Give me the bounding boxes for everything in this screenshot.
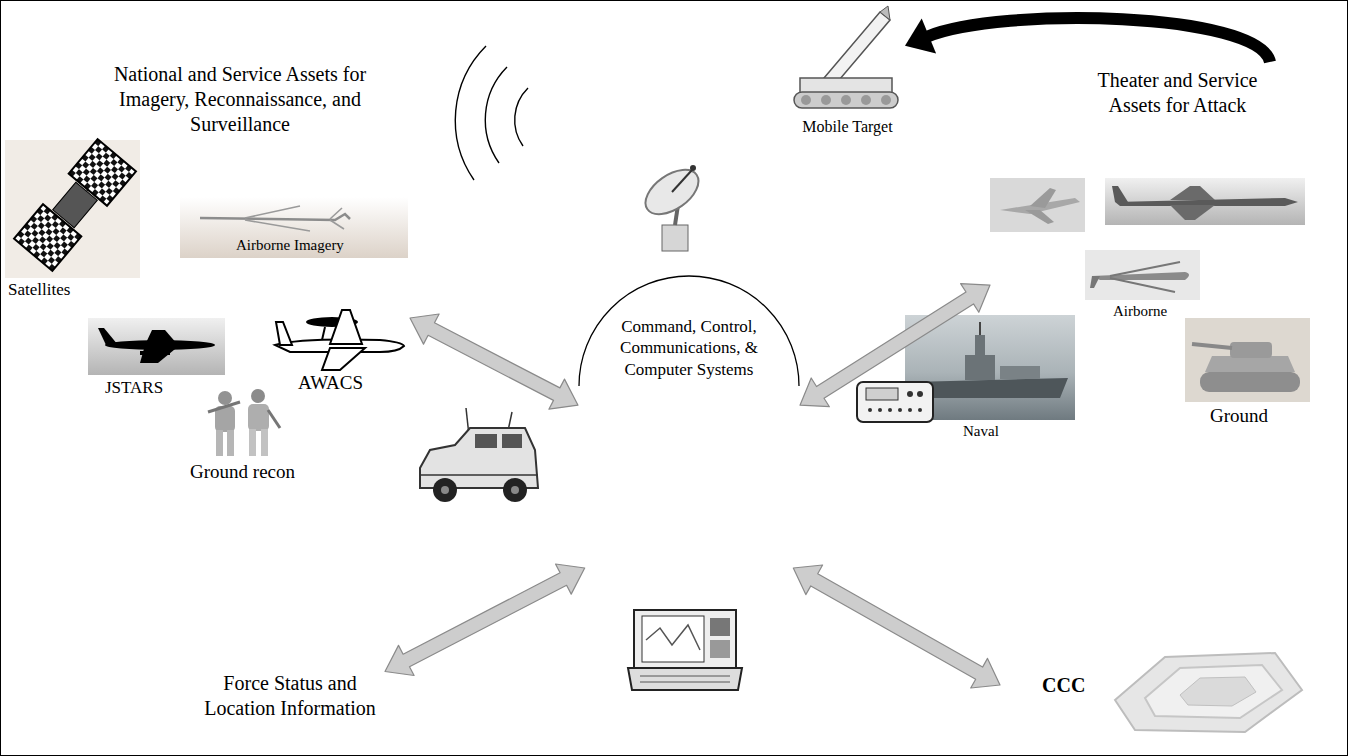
curved-arrow-shaft <box>927 18 1270 62</box>
double-arrow <box>800 284 990 407</box>
dome-arc <box>579 276 799 386</box>
label-anchor: JSTARS <box>105 378 163 398</box>
curved-arrow <box>905 18 1270 62</box>
picture-caption: Ground recon <box>190 461 295 484</box>
picture-caption: JSTARS <box>105 378 163 398</box>
picture-caption: Airborne Imagery <box>236 236 344 254</box>
label-anchor: AWACS <box>298 372 363 395</box>
double-arrow <box>410 314 578 409</box>
label-anchor: Satellites <box>8 280 70 300</box>
dome-outline <box>578 272 800 568</box>
double-arrow <box>793 565 1000 688</box>
airborne-imagery-picture <box>180 197 408 258</box>
signal-waves <box>455 46 528 180</box>
ground-recon-picture <box>208 389 280 456</box>
satellite-dish-picture <box>638 161 707 251</box>
radio-picture <box>857 382 933 422</box>
double-arrow <box>385 564 585 676</box>
label-anchor: Airborne <box>1113 302 1167 320</box>
picture-caption: AWACS <box>298 372 363 395</box>
command-center: CCC <box>1000 640 1310 740</box>
asset-group: Theater and Service Assets for Attack <box>990 62 1340 437</box>
c4-dome: Command, Control, Communications, & Comp… <box>578 272 800 568</box>
label-anchor: Ground <box>1210 405 1268 428</box>
satellite-picture <box>5 139 140 278</box>
bomber-picture <box>1105 178 1305 225</box>
picture-caption: Airborne <box>1113 302 1167 320</box>
laptop-picture <box>628 610 742 690</box>
jstars-picture <box>88 318 225 375</box>
label-anchor: Naval <box>963 422 999 440</box>
node-text: Mobile Target <box>785 117 910 137</box>
awacs-picture <box>275 310 404 370</box>
label-anchor: Airborne Imagery <box>236 236 344 254</box>
label-anchor: Ground recon <box>190 461 295 484</box>
node-text: Force Status and Location Information <box>197 671 383 721</box>
predator-picture <box>1085 250 1200 300</box>
missile-launcher-picture <box>794 6 898 108</box>
fighter-picture <box>990 178 1085 232</box>
picture-caption: Ground <box>1210 405 1268 428</box>
pentagon-picture <box>1115 653 1302 732</box>
arrow-head <box>905 18 936 53</box>
asset-group: National and Service Assets for Imagery,… <box>5 62 410 462</box>
node-text: Theater and Service Assets for Attack <box>1070 68 1285 118</box>
picture-caption: Satellites <box>8 280 70 300</box>
node-text: CCC <box>1042 673 1112 698</box>
node-text: National and Service Assets for Imagery,… <box>85 62 395 137</box>
target-figure: Mobile Target <box>790 5 905 141</box>
picture-caption: Naval <box>963 422 999 440</box>
info-source: Force Status and Location Information <box>195 665 385 730</box>
tank-picture <box>1185 318 1310 402</box>
node-text: Command, Control, Communications, & Comp… <box>600 316 778 380</box>
humvee-picture <box>420 408 538 502</box>
